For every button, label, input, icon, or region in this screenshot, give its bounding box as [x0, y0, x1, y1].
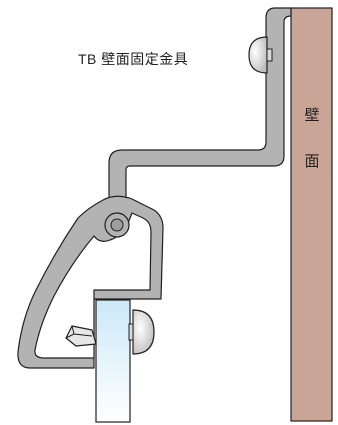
wall [290, 7, 333, 422]
wall-screw [248, 36, 273, 74]
glass-panel [95, 299, 131, 423]
wall-label-char-2: 面 [304, 153, 320, 170]
clamp-screw [128, 309, 155, 355]
rubber-pad [65, 325, 97, 347]
glass-clamp-hollow [34, 212, 152, 359]
wall-label-char-1: 壁 [304, 107, 320, 124]
bracket-callout-label: TB 壁面固定金具 [78, 51, 189, 67]
